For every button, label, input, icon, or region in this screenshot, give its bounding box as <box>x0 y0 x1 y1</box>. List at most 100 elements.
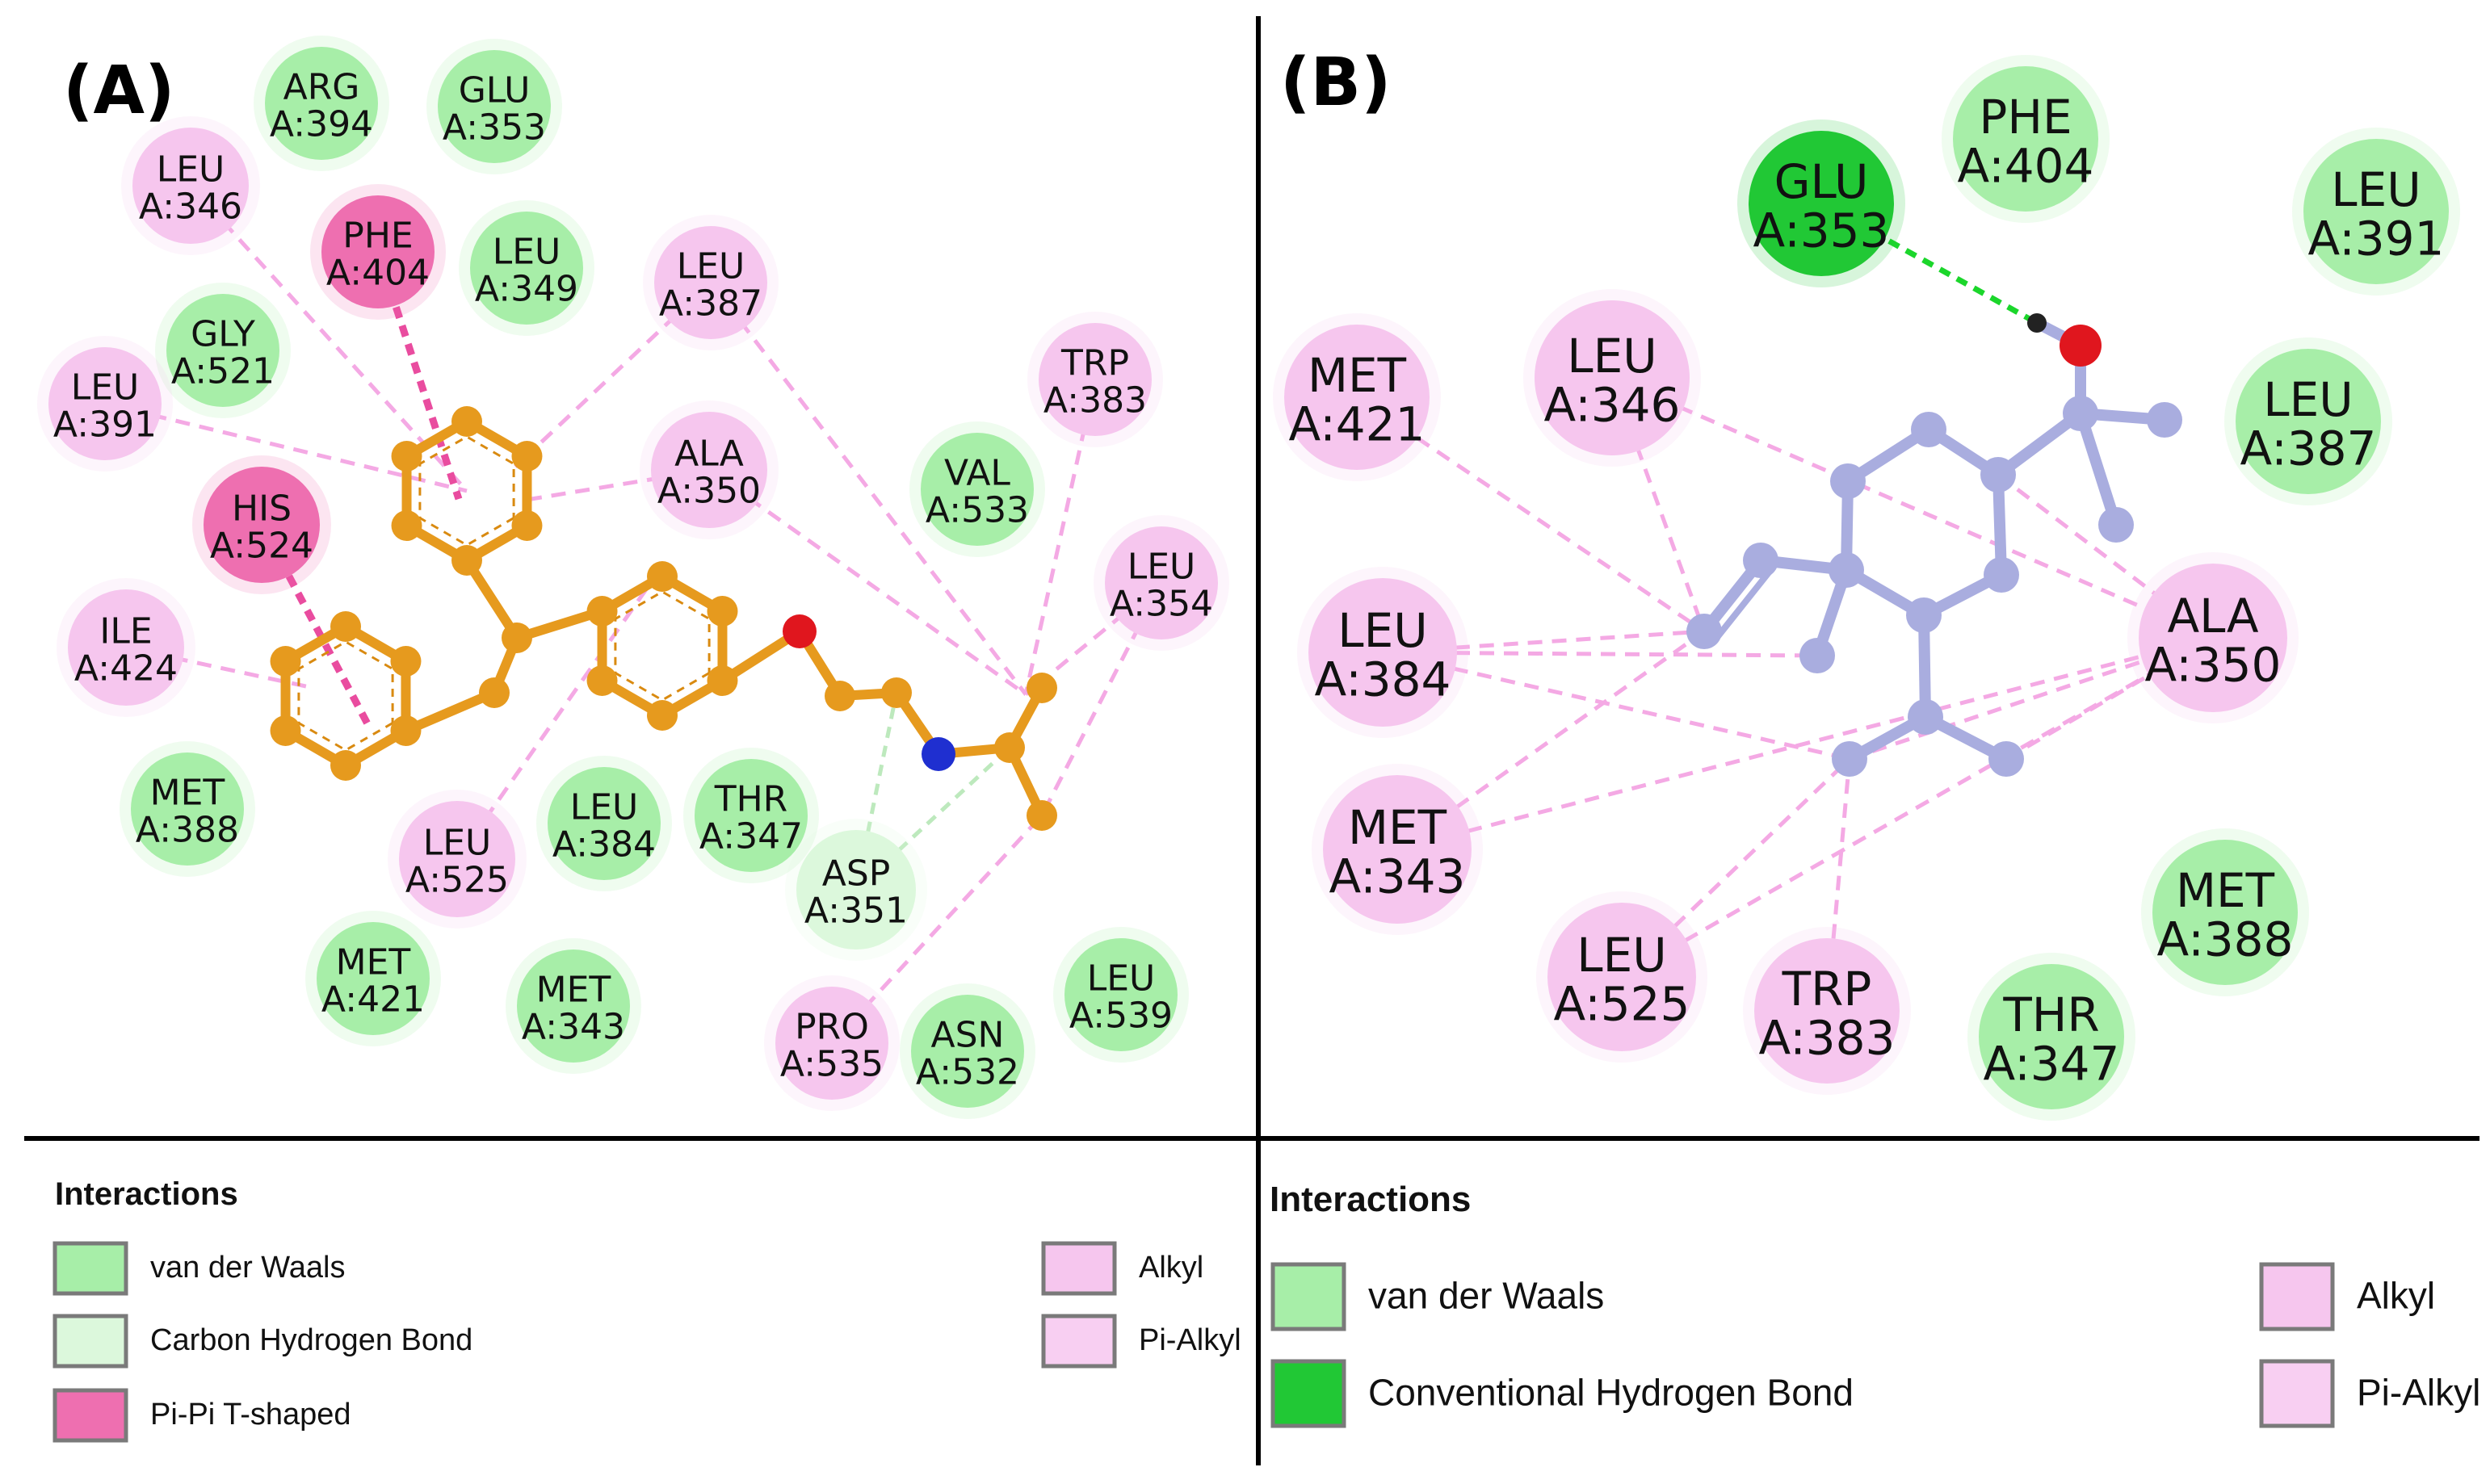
atom <box>1829 552 1864 588</box>
atom <box>391 441 422 472</box>
legend-swatch <box>2259 1359 2335 1428</box>
residue-name: ASN <box>931 1015 1005 1056</box>
legend-item-vdw: van der Waals <box>52 1241 345 1296</box>
residue-number: A:424 <box>74 648 178 689</box>
atom <box>1908 699 1943 735</box>
atom <box>825 681 855 711</box>
residue-name: ALA <box>2168 589 2259 643</box>
bond <box>401 688 499 736</box>
residue-number: A:387 <box>659 283 762 324</box>
residue-number: A:343 <box>522 1006 625 1047</box>
legend-item-alkyl: Alkyl <box>2259 1262 2435 1331</box>
interaction-line <box>104 401 468 493</box>
residue-disc <box>1547 903 1696 1051</box>
legend-b-title: Interactions <box>1270 1180 1471 1219</box>
residue-number: A:533 <box>926 489 1029 530</box>
residue-disc <box>1308 578 1457 727</box>
interaction-line <box>514 281 712 468</box>
legend-swatch <box>52 1314 128 1369</box>
legend-a-title: Interactions <box>55 1176 238 1212</box>
residue-name: ASP <box>822 853 891 895</box>
legend-label: Pi-Pi T-shaped <box>150 1398 351 1432</box>
atom <box>1743 543 1778 578</box>
residue-disc <box>321 195 435 308</box>
atom <box>270 715 301 746</box>
residue-number: A:384 <box>552 824 656 865</box>
atom <box>1027 800 1057 831</box>
interaction-line <box>854 746 1011 891</box>
residue-number: A:353 <box>1753 203 1890 258</box>
residue-name: PRO <box>795 1007 869 1048</box>
interaction-line <box>709 281 1027 696</box>
residue-name: MET <box>336 942 411 983</box>
atom <box>451 545 482 576</box>
residue-disc <box>2236 349 2381 494</box>
residue-disc <box>654 226 767 339</box>
atom <box>1984 557 2019 593</box>
atom <box>1830 463 1866 499</box>
residue-number: A:421 <box>1289 396 1426 451</box>
residue-name: LEU <box>1337 603 1427 658</box>
legend-label: Pi-Alkyl <box>2357 1371 2480 1413</box>
atom <box>511 441 543 472</box>
atom <box>330 611 361 642</box>
interaction-line <box>1611 375 2214 640</box>
residue-name: LEU <box>157 149 225 191</box>
panel-a-ligand <box>270 406 1057 831</box>
residue-name: LEU <box>2331 162 2421 217</box>
legend-item-pialkyl: Pi-Alkyl <box>2259 1359 2480 1428</box>
legend-item-chb: Carbon Hydrogen Bond <box>52 1314 472 1369</box>
atom <box>586 596 618 627</box>
interaction-line <box>1610 377 1707 632</box>
legend-label: van der Waals <box>150 1251 345 1285</box>
residue-number: A:524 <box>210 525 313 566</box>
atom <box>586 665 618 696</box>
interaction-line <box>1396 635 2214 852</box>
panel-a-residues: ARGA:394GLUA:353LEUA:346PHEA:404LEUA:349… <box>37 36 1229 1119</box>
residue-disc <box>2152 840 2298 985</box>
residue-number: A:354 <box>1110 583 1213 624</box>
residue-number: A:421 <box>321 979 425 1020</box>
residue-disc <box>1064 938 1178 1051</box>
residue-number: A:347 <box>699 815 803 857</box>
residue-disc <box>517 950 630 1063</box>
residue-number: A:388 <box>136 809 239 850</box>
atom <box>707 596 738 627</box>
atom <box>783 614 817 648</box>
legend-swatch <box>2259 1262 2335 1331</box>
atom <box>1988 741 2024 777</box>
residue-disc <box>470 212 583 325</box>
residue-number: A:404 <box>1958 138 2094 193</box>
residue-name: ILE <box>99 611 152 652</box>
residue-name: MET <box>2176 863 2275 918</box>
atom <box>647 700 678 731</box>
legend-label: Conventional Hydrogen Bond <box>1368 1371 1854 1413</box>
panel-a-label: (A) <box>63 52 174 129</box>
aromatic-ring <box>297 640 394 752</box>
residue-disc <box>48 347 162 460</box>
residue-number: A:388 <box>2157 912 2294 966</box>
residue-number: A:343 <box>1329 849 1466 903</box>
interaction-line <box>1382 650 1850 761</box>
residue-disc <box>204 467 320 583</box>
legend-item-vdw: van der Waals <box>1270 1262 1604 1331</box>
interaction-line <box>1355 395 1706 634</box>
